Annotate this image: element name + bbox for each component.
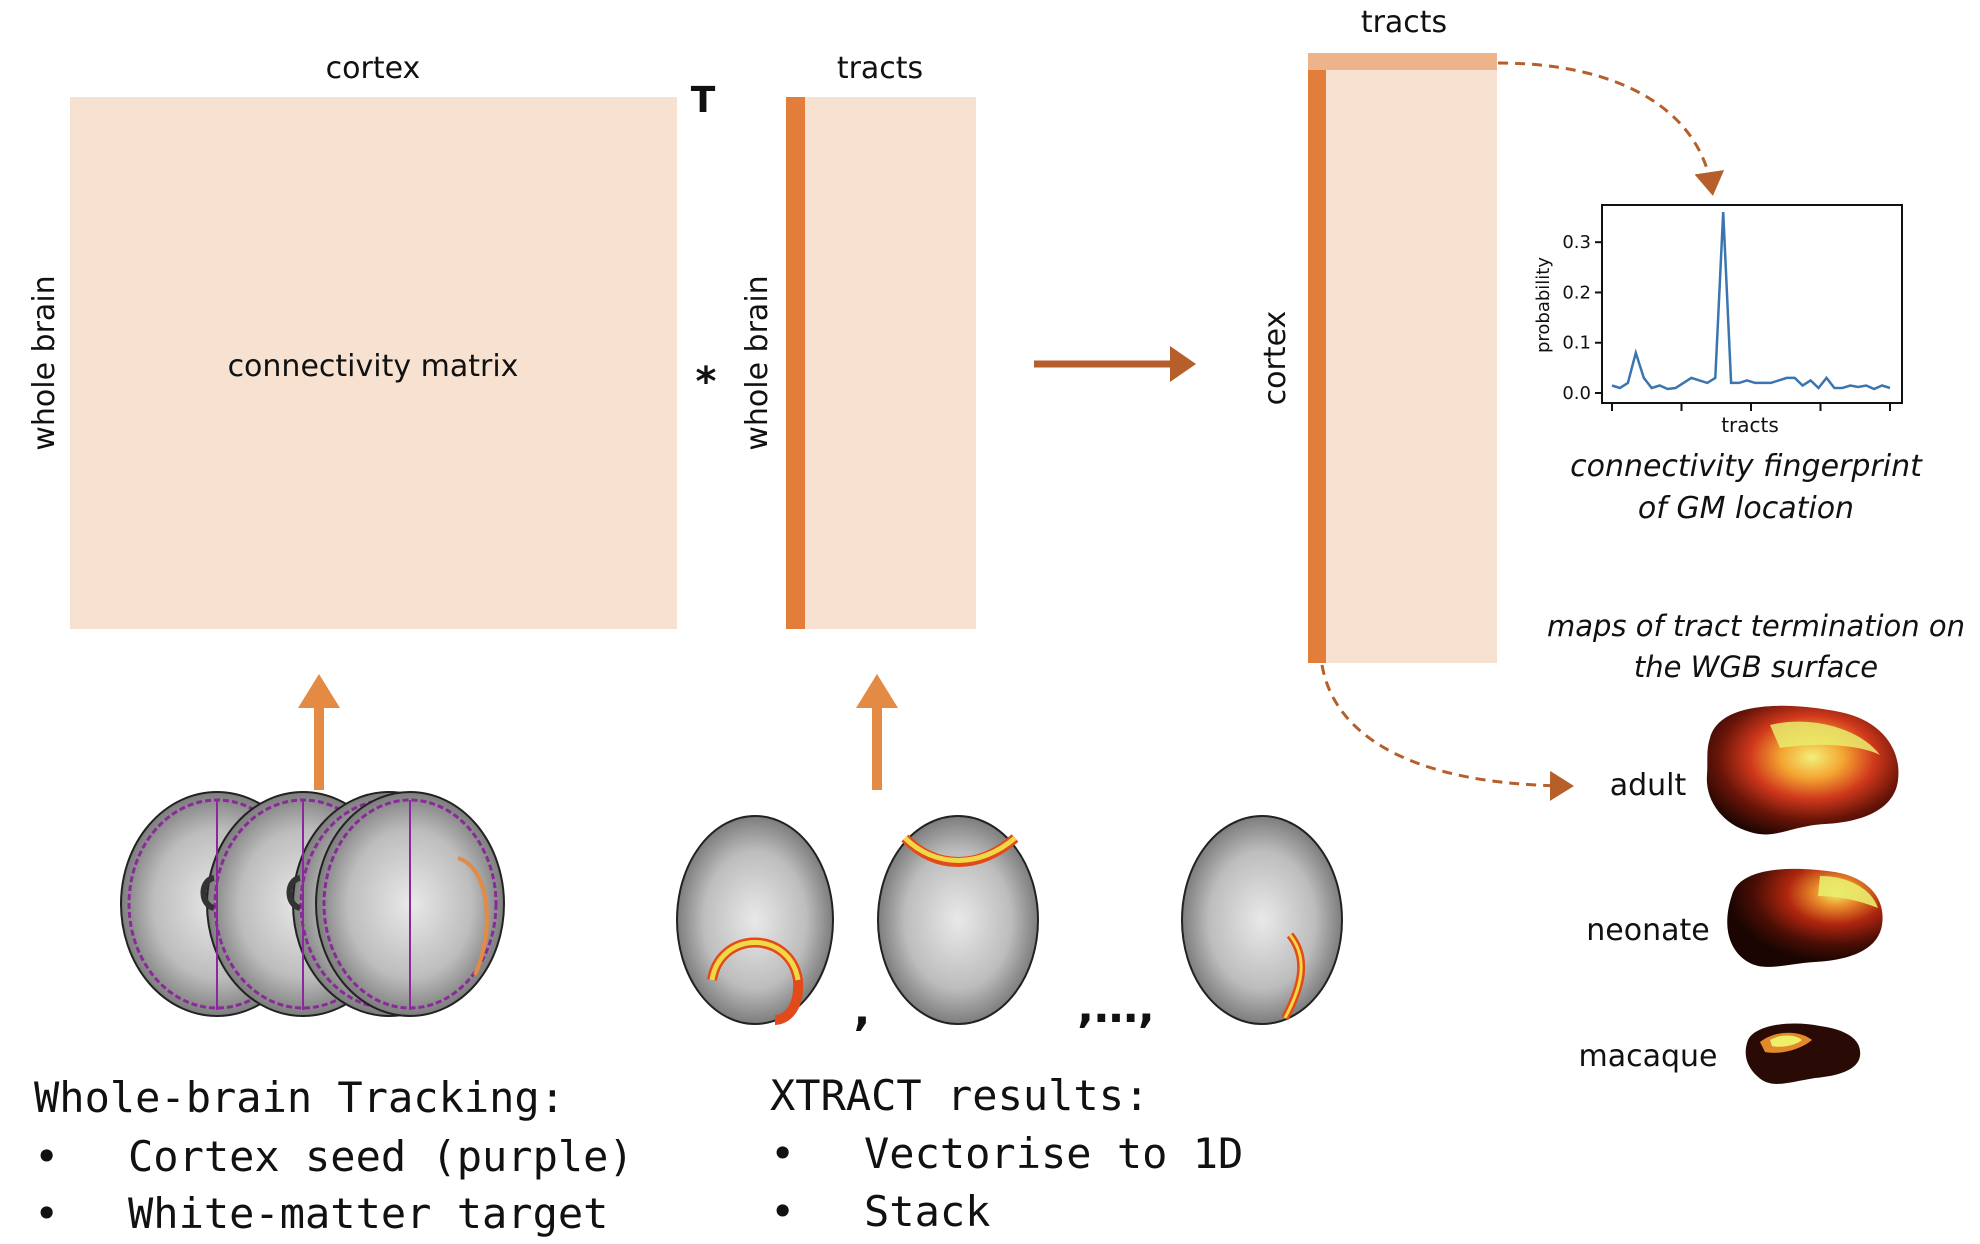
dashed-arrow-to-fingerprint <box>1497 61 1725 196</box>
whole-brain-bullet-1: Cortex seed (purple) <box>128 1132 634 1181</box>
xtract-comma: , <box>854 985 871 1036</box>
whole-brain-title: Whole-brain Tracking: <box>34 1073 565 1122</box>
macaque-brain-surface <box>1745 1023 1861 1084</box>
fingerprint-caption-line2: of GM location <box>1638 491 1854 526</box>
matrix2-rect <box>786 97 976 629</box>
matrix2-side-label: whole brain <box>740 275 775 450</box>
matrix3-column-highlight <box>1308 70 1326 663</box>
xtract-slices-image <box>676 815 1343 1025</box>
xtract-title: XTRACT results: <box>770 1071 1149 1120</box>
connectivity-matrix: cortex connectivity matrix whole brain T <box>27 51 716 629</box>
fingerprint-x-label: tracts <box>1721 413 1779 437</box>
neonate-brain-surface <box>1727 868 1883 967</box>
xtract-ellipsis: ,…, <box>1077 982 1154 1033</box>
whole-brain-bullet-2: White-matter target <box>128 1189 608 1238</box>
whole-brain-slices-image <box>120 791 505 1017</box>
transpose-label: T <box>691 80 716 121</box>
xtract-bullet-1-marker: • <box>770 1129 795 1178</box>
whole-brain-bullet-1-marker: • <box>34 1132 59 1181</box>
matrix3-row-highlight <box>1308 53 1497 70</box>
adult-brain-surface <box>1706 705 1899 835</box>
matrix1-side-label: whole brain <box>27 275 62 450</box>
species-label-adult: adult <box>1610 768 1687 803</box>
cortex-tracts-matrix: tracts cortex <box>1258 5 1497 663</box>
fingerprint-x-ticks <box>1611 403 1891 411</box>
fingerprint-y-tick-label: 0.2 <box>1562 282 1591 303</box>
matrix1-top-label: cortex <box>326 51 421 86</box>
xtract-bullet-2: Stack <box>864 1187 990 1236</box>
up-arrow-left <box>298 674 340 790</box>
termination-title-line1: maps of tract termination on <box>1547 609 1965 643</box>
species-label-macaque: macaque <box>1579 1039 1718 1074</box>
matrix1-rect <box>70 97 677 629</box>
fingerprint-y-ticks: 0.0 0.1 0.2 0.3 <box>1562 232 1602 404</box>
xtract-bullet-2-marker: • <box>770 1187 795 1236</box>
multiply-operator: * <box>696 359 717 405</box>
fingerprint-y-tick-label: 0.1 <box>1562 333 1591 354</box>
matrix3-top-label: tracts <box>1361 5 1447 40</box>
result-arrow <box>1034 346 1196 382</box>
species-label-neonate: neonate <box>1586 913 1709 948</box>
fingerprint-y-tick-label: 0.0 <box>1562 383 1591 404</box>
tracts-matrix: tracts whole brain <box>740 51 976 629</box>
fingerprint-y-label: probability <box>1533 257 1554 353</box>
dashed-arrow-to-maps <box>1320 664 1574 801</box>
matrix1-center-label: connectivity matrix <box>228 349 519 384</box>
whole-brain-bullet-2-marker: • <box>34 1189 59 1238</box>
termination-title-line2: the WGB surface <box>1634 650 1878 684</box>
up-arrow-middle <box>856 674 898 790</box>
fingerprint-chart: 0.0 0.1 0.2 0.3 tracts probability <box>1533 204 1903 437</box>
fingerprint-series-line <box>1611 211 1891 391</box>
fingerprint-y-tick-label: 0.3 <box>1562 232 1591 253</box>
matrix3-side-label: cortex <box>1258 311 1293 406</box>
matrix2-top-label: tracts <box>837 51 923 86</box>
matrix3-rect <box>1308 53 1497 663</box>
fingerprint-caption-line1: connectivity fingerprint <box>1570 449 1923 484</box>
matrix2-column-highlight <box>786 97 805 629</box>
xtract-bullet-1: Vectorise to 1D <box>864 1129 1243 1178</box>
fingerprint-plot-frame <box>1601 204 1903 404</box>
